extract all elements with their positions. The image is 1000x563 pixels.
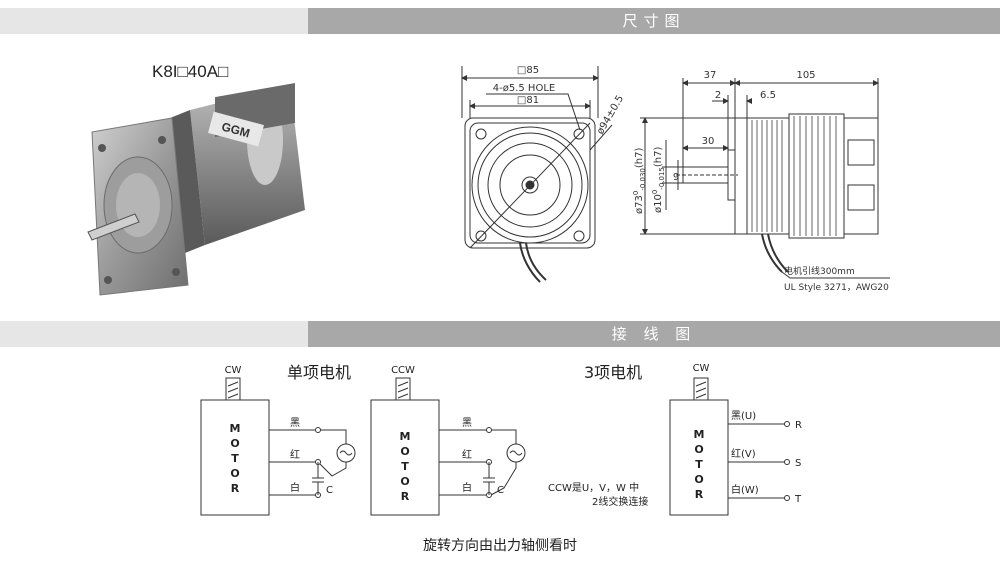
wiring-three-phase xyxy=(669,377,790,516)
ccw-note-1: CCW是U，V，W 中 xyxy=(548,481,639,494)
dim-diameter: ø94±0.5 xyxy=(595,94,626,137)
motor-letter: O xyxy=(694,443,703,456)
motor-letter: M xyxy=(230,422,241,435)
dim-37: 37 xyxy=(704,70,717,81)
dimensions-header: 尺寸图 xyxy=(0,8,1000,34)
motor-photo: GGM xyxy=(87,82,305,296)
terminal-s: S xyxy=(795,458,801,469)
wire-white: 白 xyxy=(462,481,472,494)
dim-9: 9 xyxy=(673,172,679,183)
motor-letter: R xyxy=(695,488,704,501)
motor-letter: O xyxy=(400,445,409,458)
dim-2: 2 xyxy=(715,90,721,101)
single-phase-title: 单项电机 xyxy=(287,363,351,382)
motor-letter: O xyxy=(230,467,239,480)
motor-letter: R xyxy=(401,490,410,503)
dim-105: 105 xyxy=(796,70,815,81)
ccw-note-2: 2线交换连接 xyxy=(592,495,648,508)
motor-letter: M xyxy=(694,428,705,441)
dim-pilot: ø730-0.030(h7) xyxy=(632,148,647,214)
dim-6-5: 6.5 xyxy=(760,90,776,101)
model-number: K8I□40A□ xyxy=(152,62,229,81)
lead-spec: UL Style 3271，AWG20 xyxy=(784,283,889,293)
wire-u: 黑(U) xyxy=(731,410,756,422)
dim-shaft: ø100-0.015(h7) xyxy=(651,147,666,213)
front-view xyxy=(461,66,613,283)
wire-black: 黑 xyxy=(290,417,300,429)
wire-black: 黑 xyxy=(462,417,472,429)
terminal-t: T xyxy=(794,494,802,505)
dim-outer: □85 xyxy=(517,65,539,76)
wire-red: 红 xyxy=(462,448,472,461)
ccw-label: CCW xyxy=(391,365,415,376)
wiring-title: 接 线 图 xyxy=(611,325,697,343)
rotation-caption: 旋转方向由出力轴侧看时 xyxy=(423,538,577,554)
terminal-r: R xyxy=(795,420,802,431)
motor-letter: R xyxy=(231,482,240,495)
motor-letter: T xyxy=(695,458,703,471)
three-phase-title: 3项电机 xyxy=(584,363,642,382)
cw-label-2: CW xyxy=(693,363,710,374)
wire-red: 红 xyxy=(290,448,300,461)
motor-letter: M xyxy=(400,430,411,443)
wire-white: 白 xyxy=(290,481,300,494)
motor-letter: O xyxy=(694,473,703,486)
wire-v: 红(V) xyxy=(731,447,756,460)
dim-30: 30 xyxy=(702,136,715,147)
capacitor-label: C xyxy=(326,485,333,496)
lead-length: 电机引线300mm xyxy=(784,265,855,277)
wiring-single-cw xyxy=(200,377,356,516)
dim-inner: □81 xyxy=(517,95,539,106)
motor-label: GGM xyxy=(208,111,264,147)
wiring-header: 接 线 图 xyxy=(0,321,1000,347)
side-view xyxy=(640,78,890,279)
wiring-single-ccw xyxy=(370,377,526,516)
motor-letter: O xyxy=(400,475,409,488)
dimensions-title: 尺寸图 xyxy=(622,12,686,30)
wire-w: 白(W) xyxy=(731,483,759,496)
motor-letter: T xyxy=(401,460,409,473)
motor-letter: O xyxy=(230,437,239,450)
capacitor-label: C xyxy=(497,485,504,496)
cw-label-1: CW xyxy=(225,365,242,376)
motor-letter: T xyxy=(231,452,239,465)
dim-hole: 4-ø5.5 HOLE xyxy=(493,83,555,94)
